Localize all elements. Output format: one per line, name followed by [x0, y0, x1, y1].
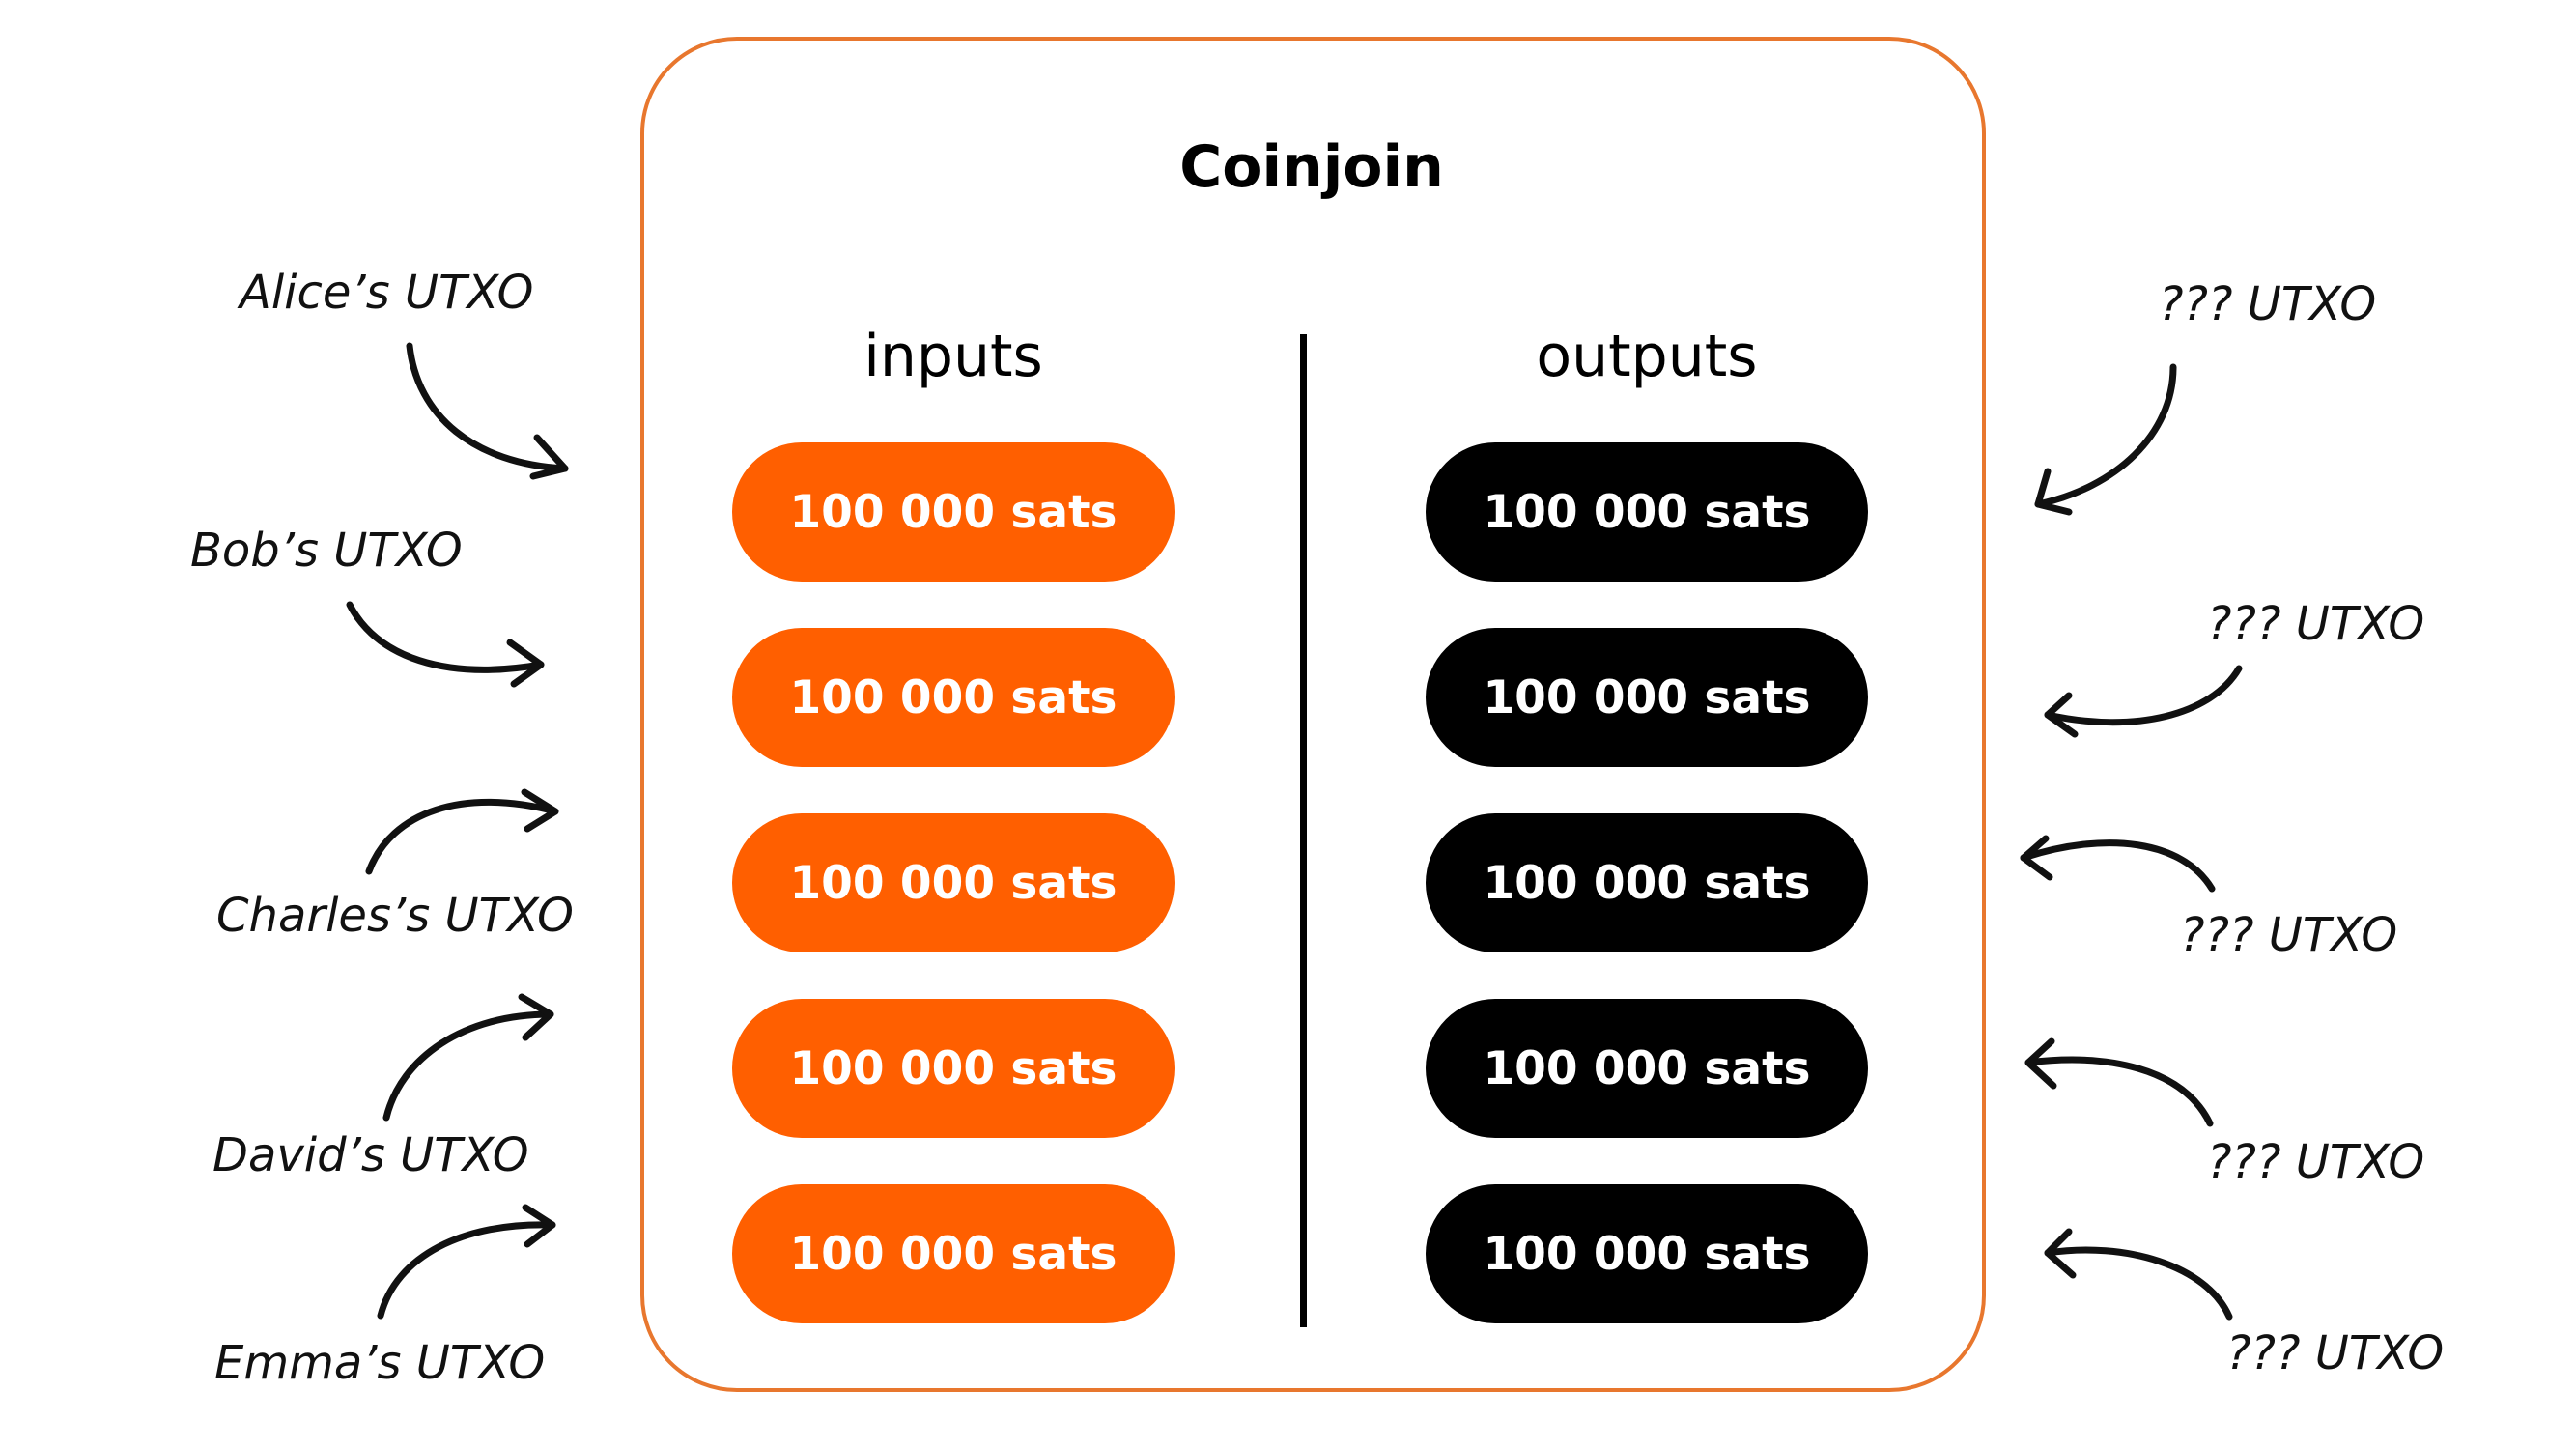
input-pill: 100 000 sats: [732, 1184, 1175, 1323]
input-pill: 100 000 sats: [732, 813, 1175, 952]
output-label: ??? UTXO: [2207, 597, 2425, 651]
curved-arrow-icon: [2024, 1037, 2214, 1127]
output-pill: 100 000 sats: [1426, 813, 1868, 952]
curved-arrow-icon: [2044, 1228, 2233, 1321]
input-label-charles: Charles’s UTXO: [216, 889, 574, 943]
outputs-heading: outputs: [1536, 323, 1758, 390]
output-label: ??? UTXO: [2207, 1135, 2425, 1189]
curved-arrow-icon: [382, 993, 554, 1122]
output-label: ??? UTXO: [2226, 1326, 2445, 1380]
output-pill: 100 000 sats: [1426, 628, 1868, 767]
curved-arrow-icon: [2020, 835, 2216, 893]
input-pill: 100 000 sats: [732, 442, 1175, 582]
curved-arrow-icon: [377, 1204, 556, 1320]
output-label: ??? UTXO: [2180, 908, 2398, 962]
column-divider: [1300, 334, 1307, 1327]
output-pill: 100 000 sats: [1426, 442, 1868, 582]
input-label-alice: Alice’s UTXO: [240, 266, 534, 320]
output-pill: 100 000 sats: [1426, 999, 1868, 1138]
input-pill: 100 000 sats: [732, 628, 1175, 767]
curved-arrow-icon: [2044, 665, 2243, 738]
input-label-emma: Emma’s UTXO: [214, 1336, 546, 1390]
inputs-heading: inputs: [863, 323, 1043, 390]
output-label: ??? UTXO: [2159, 277, 2377, 331]
curved-arrow-icon: [346, 601, 545, 688]
output-pill: 100 000 sats: [1426, 1184, 1868, 1323]
coinjoin-frame: [640, 37, 1986, 1392]
curved-arrow-icon: [2034, 363, 2177, 516]
input-label-bob: Bob’s UTXO: [190, 524, 463, 578]
diagram-title: Coinjoin: [1179, 133, 1444, 201]
input-label-david: David’s UTXO: [212, 1128, 529, 1182]
input-pill: 100 000 sats: [732, 999, 1175, 1138]
curved-arrow-icon: [406, 342, 569, 480]
curved-arrow-icon: [365, 788, 559, 875]
